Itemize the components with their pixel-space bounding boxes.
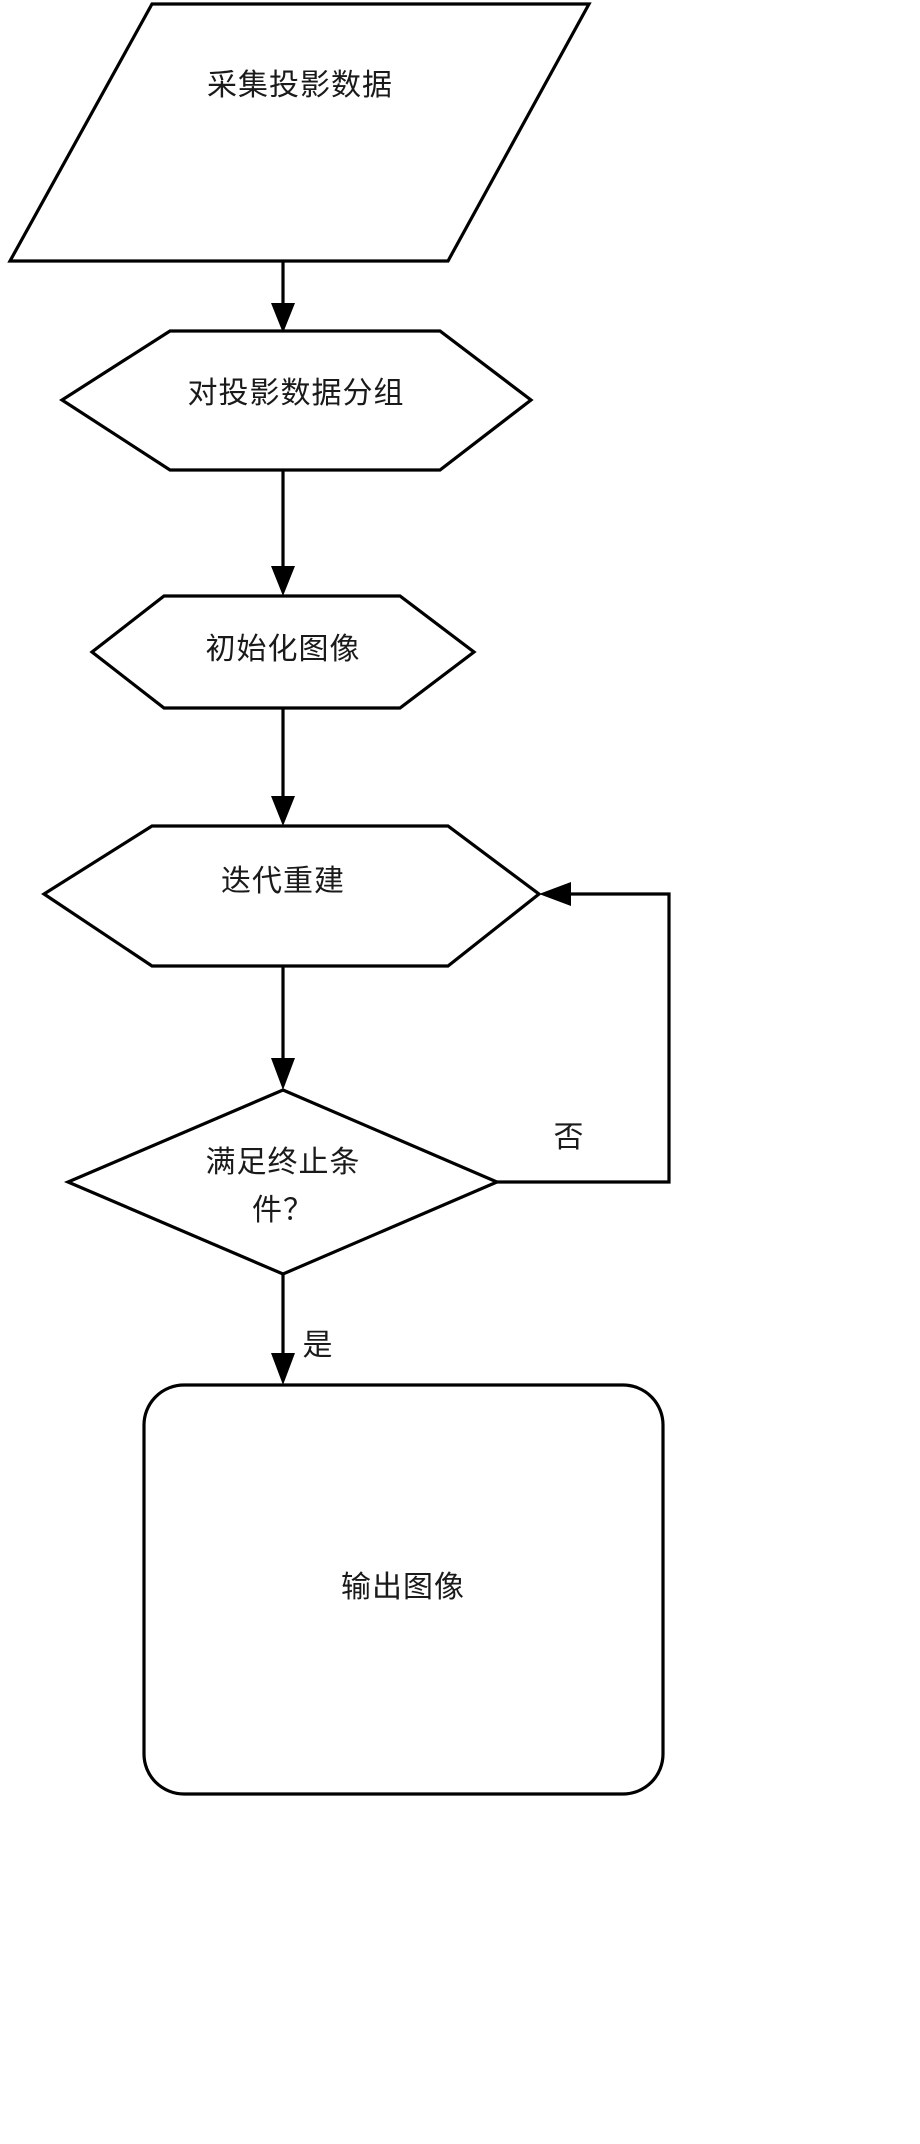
node-group[interactable]: 对投影数据分组 bbox=[59, 329, 534, 472]
edge-group-to-init bbox=[271, 470, 295, 596]
edge-iterate-to-decision bbox=[271, 966, 295, 1090]
node-init-label: 初始化图像 bbox=[206, 633, 361, 666]
edge-label-no: 否 bbox=[554, 1121, 585, 1154]
node-output-label: 输出图像 bbox=[341, 1571, 465, 1604]
hexagon-shape bbox=[89, 594, 477, 710]
arrow-head-icon bbox=[271, 796, 295, 826]
edge-init-to-iterate bbox=[271, 708, 295, 826]
diamond-shape bbox=[63, 1088, 502, 1276]
hexagon-shape bbox=[41, 824, 542, 968]
node-iterate-label: 迭代重建 bbox=[221, 865, 345, 898]
edge-decision-no-loop: 否 bbox=[497, 882, 671, 1184]
arrow-head-icon bbox=[539, 882, 571, 906]
node-init[interactable]: 初始化图像 bbox=[89, 594, 477, 710]
arrow-head-icon bbox=[271, 566, 295, 596]
edge-label-yes: 是 bbox=[303, 1329, 334, 1362]
arrow-head-icon bbox=[271, 303, 295, 333]
node-decision-label-line1: 满足终止条 bbox=[206, 1146, 361, 1179]
node-iterate[interactable]: 迭代重建 bbox=[41, 824, 542, 968]
node-acquire-label: 采集投影数据 bbox=[207, 69, 393, 102]
parallelogram-shape bbox=[7, 2, 592, 263]
node-acquire[interactable]: 采集投影数据 bbox=[7, 2, 592, 263]
node-decision[interactable]: 满足终止条 件？ bbox=[63, 1088, 502, 1276]
rounded-rectangle-shape bbox=[142, 1383, 665, 1796]
arrow-head-icon bbox=[271, 1353, 295, 1385]
edge-decision-yes-to-output: 是 bbox=[271, 1274, 334, 1385]
arrow-head-icon bbox=[271, 1058, 295, 1090]
edge-polyline bbox=[497, 892, 671, 1184]
edge-acquire-to-group bbox=[271, 261, 295, 333]
node-decision-label-line2: 件？ bbox=[252, 1194, 314, 1227]
node-output[interactable]: 输出图像 bbox=[142, 1383, 665, 1796]
hexagon-shape bbox=[59, 329, 534, 472]
node-group-label: 对投影数据分组 bbox=[188, 377, 405, 410]
